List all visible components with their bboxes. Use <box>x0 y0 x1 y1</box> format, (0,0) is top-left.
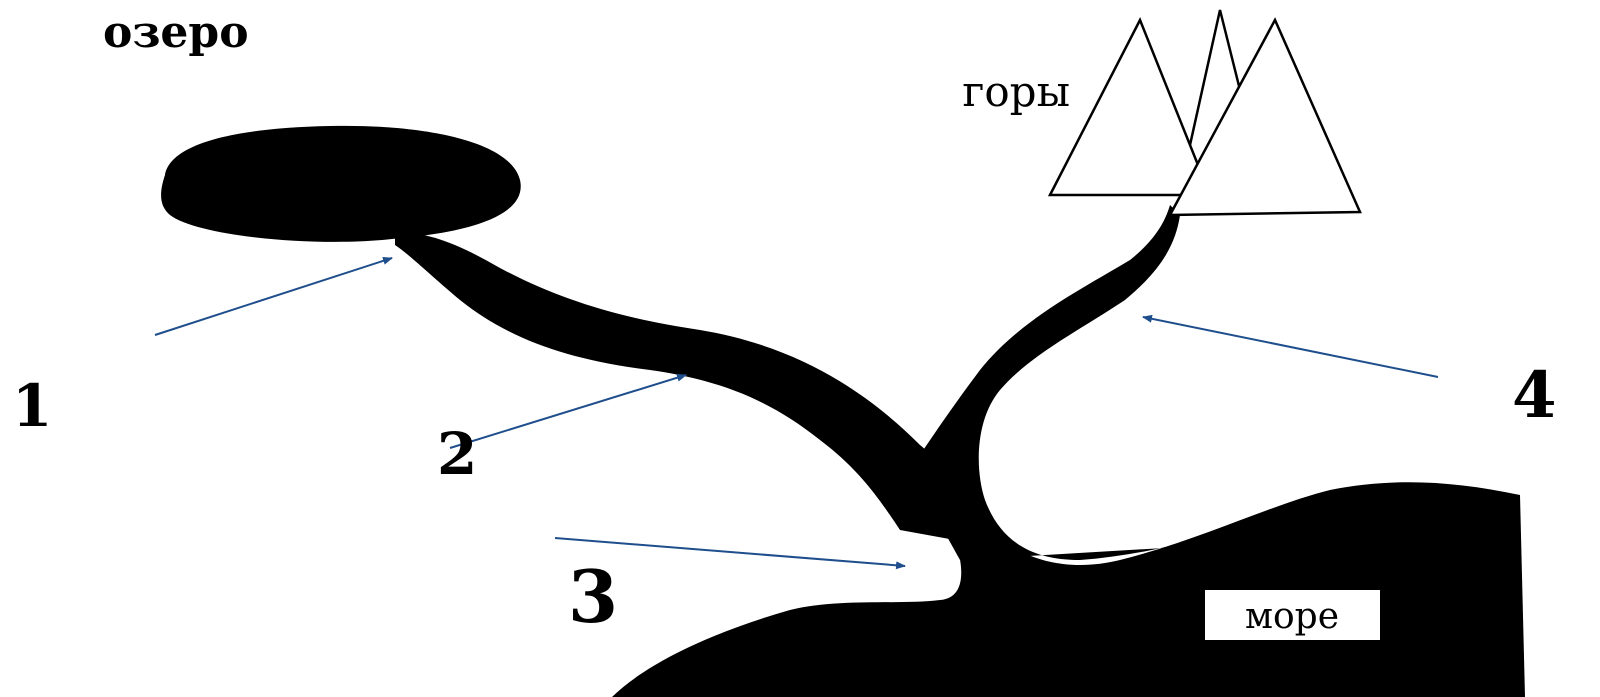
marker-4: 4 <box>1512 358 1557 433</box>
lake-label: озеро <box>103 7 249 58</box>
marker-1: 1 <box>12 372 52 440</box>
marker-2: 2 <box>437 420 477 488</box>
marker-3: 3 <box>568 554 618 639</box>
mountains-label: горы <box>962 67 1070 116</box>
lake-shape <box>161 126 521 242</box>
sea-label: море <box>1245 596 1339 637</box>
